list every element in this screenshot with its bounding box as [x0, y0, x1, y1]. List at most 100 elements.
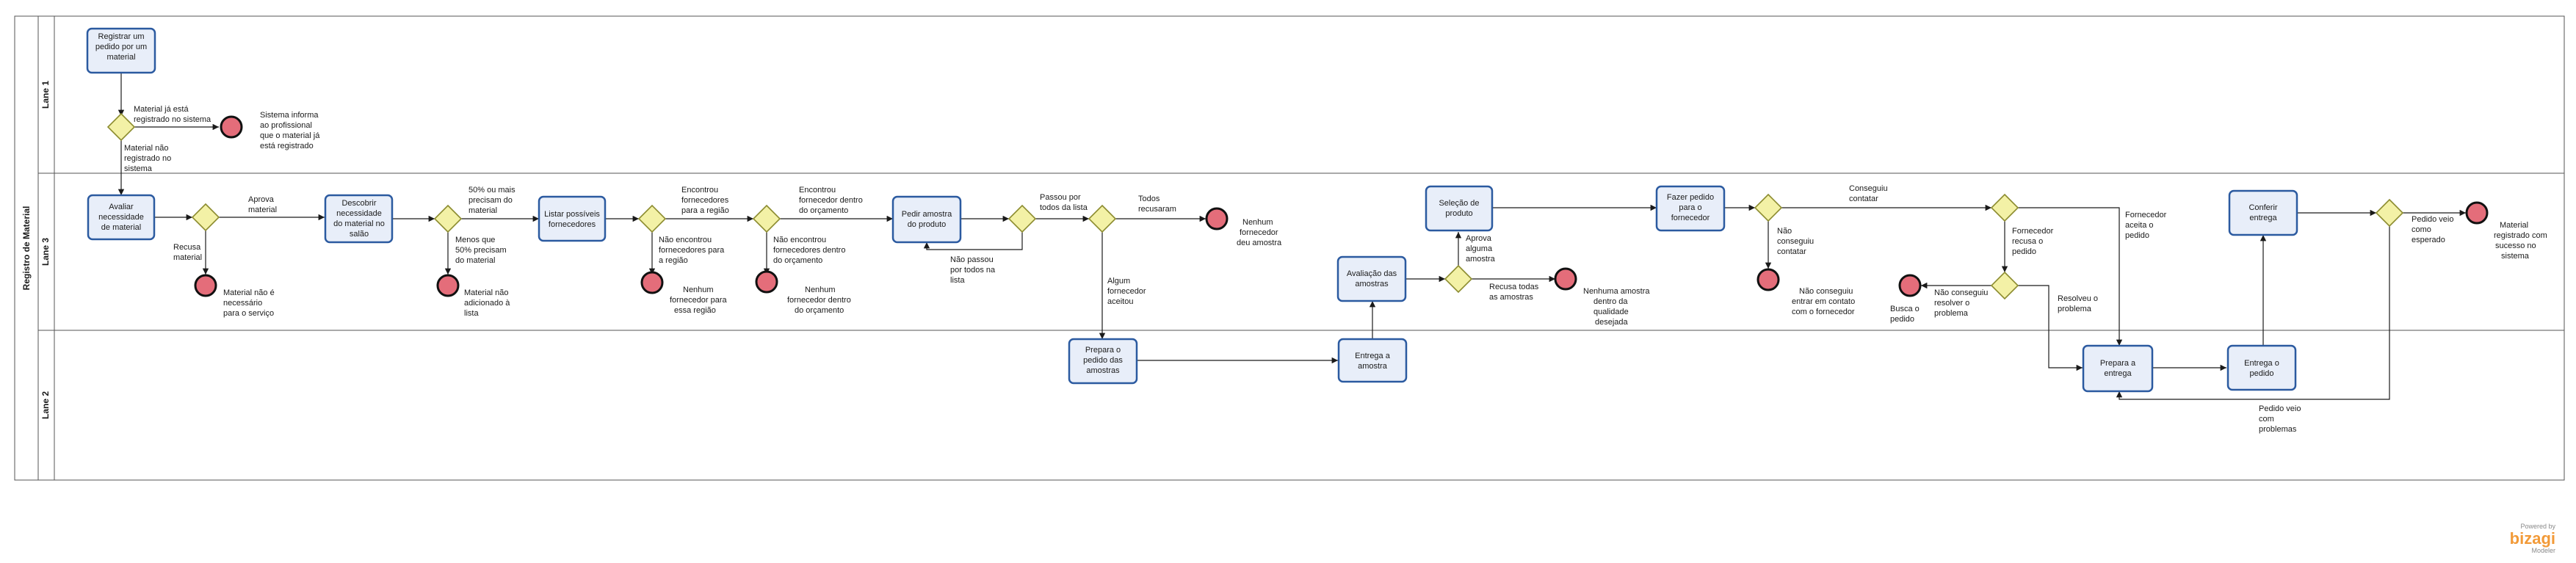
- gateway[interactable]: [1444, 264, 1473, 294]
- gateway[interactable]: [191, 203, 220, 232]
- gateway[interactable]: [1990, 271, 2019, 300]
- gateway[interactable]: [2375, 198, 2404, 228]
- bizagi-logo: Powered by bizagi Modeler: [2510, 523, 2556, 554]
- flow: [2018, 207, 2123, 346]
- flow: [2116, 226, 2390, 400]
- lane-2-title: Lane 2: [40, 391, 51, 419]
- gateway[interactable]: [433, 204, 463, 233]
- gateway[interactable]: [1007, 204, 1037, 233]
- sequence-flows: [117, 73, 2466, 400]
- gateway[interactable]: [1990, 193, 2019, 222]
- end-event[interactable]: [1205, 207, 1229, 230]
- end-event[interactable]: [755, 270, 778, 294]
- pool-title: Registro de Material: [21, 206, 32, 291]
- flow: [923, 232, 1023, 250]
- end-event[interactable]: [1898, 274, 1922, 297]
- end-event[interactable]: [220, 115, 243, 139]
- end-event[interactable]: [1756, 268, 1780, 291]
- end-event[interactable]: [2465, 201, 2489, 225]
- logo-sub: Modeler: [2531, 547, 2555, 554]
- gateways: [106, 112, 2404, 300]
- logo-powered: Powered by: [2520, 523, 2555, 530]
- end-event[interactable]: [194, 274, 217, 297]
- end-event[interactable]: [640, 271, 664, 294]
- end-events: [194, 115, 2489, 297]
- logo-brand: bizagi: [2510, 529, 2555, 548]
- flow: [2018, 285, 2083, 371]
- gateway[interactable]: [752, 204, 781, 233]
- end-event[interactable]: [436, 274, 460, 297]
- gateway[interactable]: [1754, 193, 1783, 222]
- gateway[interactable]: [1088, 204, 1117, 233]
- gateway[interactable]: [106, 112, 136, 142]
- pool: Registro de Material Lane 1 Lane 3 Lane …: [14, 15, 2565, 481]
- end-event[interactable]: [1554, 267, 1577, 291]
- gateway[interactable]: [637, 204, 667, 233]
- lane-1-title: Lane 1: [40, 81, 51, 109]
